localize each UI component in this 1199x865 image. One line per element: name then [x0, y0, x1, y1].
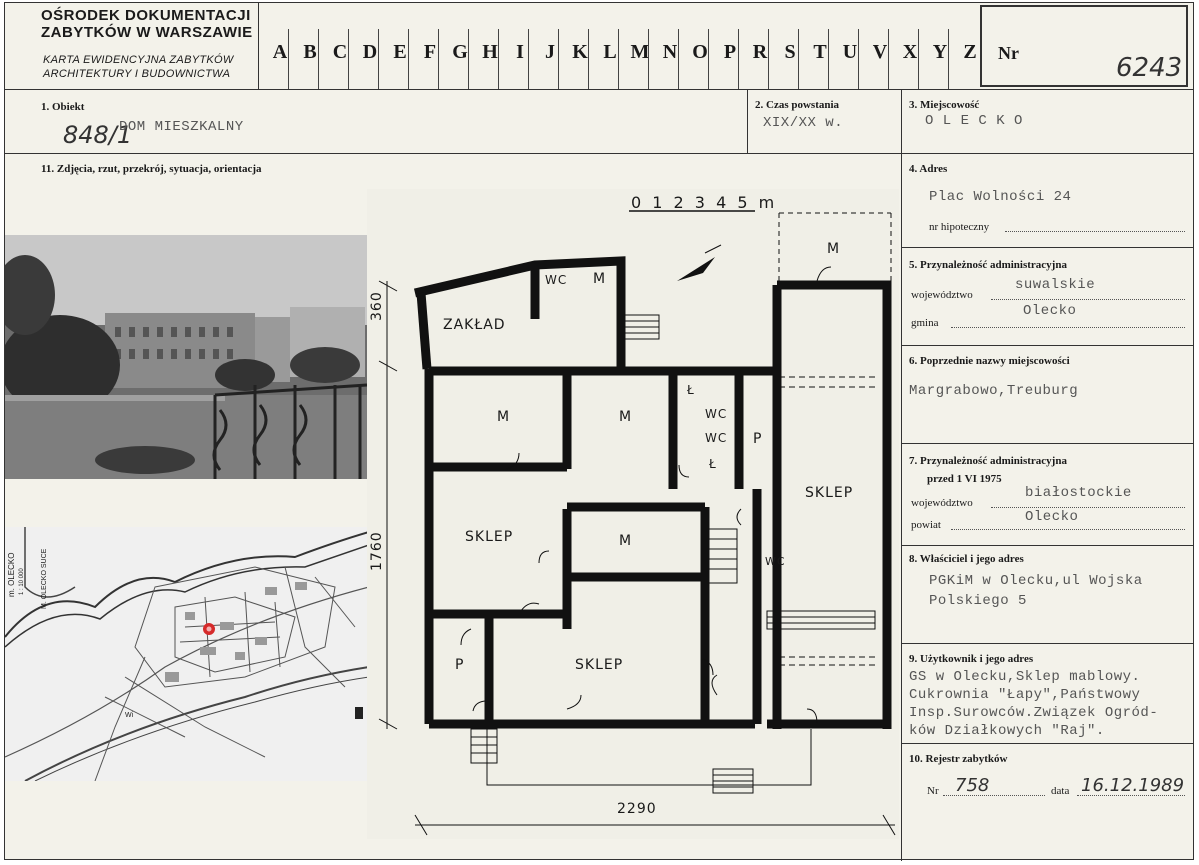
nr-box-label: Nr	[998, 43, 1019, 63]
map-label-olecko: m. OLECKO	[7, 552, 16, 597]
przynaleznosc-label: 5. Przynależność administracyjna	[909, 259, 1067, 271]
gmina-label: gmina	[911, 317, 939, 329]
wlasciciel-line-1: PGKiM w Olecku,ul Wojska	[929, 573, 1143, 589]
czas-value: XIX/XX w.	[763, 115, 844, 131]
scale-label: 0 1 2 3 4 5 m	[631, 193, 778, 212]
przynaleznosc2-label: 7. Przynależność administracyjna	[909, 455, 1067, 467]
room-sklep-right: SKLEP	[805, 485, 854, 501]
uzytkownik-label: 9. Użytkownik i jego adres	[909, 653, 1034, 665]
floor-plan: 0 1 2 3 4 5 m 360 1760 2290 ZAKŁAD WC M …	[367, 189, 899, 839]
card-title-line-1: KARTA EWIDENCYJNA ZABYTKÓW	[43, 54, 234, 66]
letter-0: A	[272, 41, 288, 63]
wojewodztwo2-value: białostockie	[1025, 485, 1132, 501]
location-map-image	[5, 527, 369, 781]
map-label-scale: 1 : 10 000	[19, 568, 25, 595]
card-title: KARTA EWIDENCYJNA ZABYTKÓW ARCHITEKTURY …	[43, 53, 234, 81]
map-label-wi: Wi	[125, 712, 134, 719]
wojewodztwo-label: województwo	[911, 289, 973, 301]
room-l-1: Ł	[687, 383, 695, 397]
uzytkownik-line-4: ków Działkowych "Raj".	[909, 723, 1105, 739]
building-photo-image	[5, 235, 367, 479]
wojewodztwo-value: suwalskie	[1015, 277, 1096, 293]
room-wc-2: WC	[705, 407, 728, 421]
powiat-value: Olecko	[1025, 509, 1079, 525]
room-sklep-left: SKLEP	[465, 529, 514, 545]
letter-dividers	[288, 29, 978, 89]
card-title-line-2: ARCHITEKTURY I BUDOWNICTWA	[43, 68, 231, 80]
rejestr-data-value: 16.12.1989	[1081, 775, 1185, 796]
gmina-value: Olecko	[1023, 303, 1077, 319]
room-wc-4: WC	[765, 555, 786, 568]
room-m-left: M	[497, 409, 511, 425]
powiat-label: powiat	[911, 519, 941, 531]
building-photo	[5, 235, 367, 479]
nr-box: Nr 6243	[980, 5, 1188, 87]
czas-label: 2. Czas powstania	[755, 99, 840, 111]
floor-plan-drawing	[378, 210, 896, 836]
registration-card: OŚRODEK DOKUMENTACJI ZABYTKÓW W WARSZAWI…	[4, 2, 1194, 861]
hipoteczny-label: nr hipoteczny	[929, 221, 990, 233]
room-m-center: M	[619, 533, 633, 549]
room-zaklad: ZAKŁAD	[443, 317, 506, 333]
room-l-2: Ł	[709, 457, 717, 471]
miejscowosc-label: 3. Miejscowość	[909, 99, 980, 111]
poprzednie-value: Margrabowo,Treuburg	[909, 383, 1079, 399]
dim-height-top: 360	[369, 291, 385, 321]
rejestr-nr-label: Nr	[927, 785, 939, 797]
rejestr-nr-value: 758	[955, 775, 990, 796]
location-map: m. OLECKO 1 : 10 000 M. OLECKO SUCE Wi	[5, 527, 369, 781]
wojewodztwo2-label: województwo	[911, 497, 973, 509]
room-m-court: M	[827, 241, 841, 257]
rejestr-data-label: data	[1051, 785, 1070, 797]
dim-height-main: 1760	[369, 531, 385, 571]
zdjecia-label: 11. Zdjęcia, rzut, przekrój, sytuacja, o…	[41, 163, 262, 175]
map-label-suce: M. OLECKO SUCE	[41, 548, 48, 609]
org-name: OŚRODEK DOKUMENTACJI ZABYTKÓW W WARSZAWI…	[41, 7, 253, 41]
adres-label: 4. Adres	[909, 163, 948, 175]
room-m-top: M	[593, 271, 607, 287]
uzytkownik-line-2: Cukrownia "Łapy",Państwowy	[909, 687, 1141, 703]
dim-width: 2290	[617, 801, 657, 817]
org-line-2: ZABYTKÓW W WARSZAWIE	[41, 24, 253, 41]
rejestr-label: 10. Rejestr zabytków	[909, 753, 1008, 765]
obiekt-label: 1. Obiekt	[41, 101, 85, 113]
adres-value: Plac Wolności 24	[929, 189, 1072, 205]
obiekt-value: DOM MIESZKALNY	[119, 119, 244, 135]
room-p-low: P	[455, 657, 465, 673]
room-wc-3: WC	[705, 431, 728, 445]
org-line-1: OŚRODEK DOKUMENTACJI	[41, 7, 251, 24]
wlasciciel-line-2: Polskiego 5	[929, 593, 1027, 609]
room-wc-1: WC	[545, 273, 568, 287]
wlasciciel-label: 8. Właściciel i jego adres	[909, 553, 1024, 565]
room-sklep-bottom: SKLEP	[575, 657, 624, 673]
nr-box-value: 6243	[1116, 53, 1183, 83]
obiekt-handwritten: 848/1	[63, 121, 133, 149]
poprzednie-label: 6. Poprzednie nazwy miejscowości	[909, 355, 1070, 367]
przed-label: przed 1 VI 1975	[927, 473, 1002, 485]
miejscowosc-value: O L E C K O	[925, 113, 1023, 129]
north-arrow-icon	[677, 244, 722, 281]
room-m-mid: M	[619, 409, 633, 425]
uzytkownik-line-1: GS w Olecku,Sklep mablowy.	[909, 669, 1141, 685]
room-p-right: P	[753, 431, 763, 447]
uzytkownik-line-3: Insp.Surowców.Związek Ogród-	[909, 705, 1159, 721]
